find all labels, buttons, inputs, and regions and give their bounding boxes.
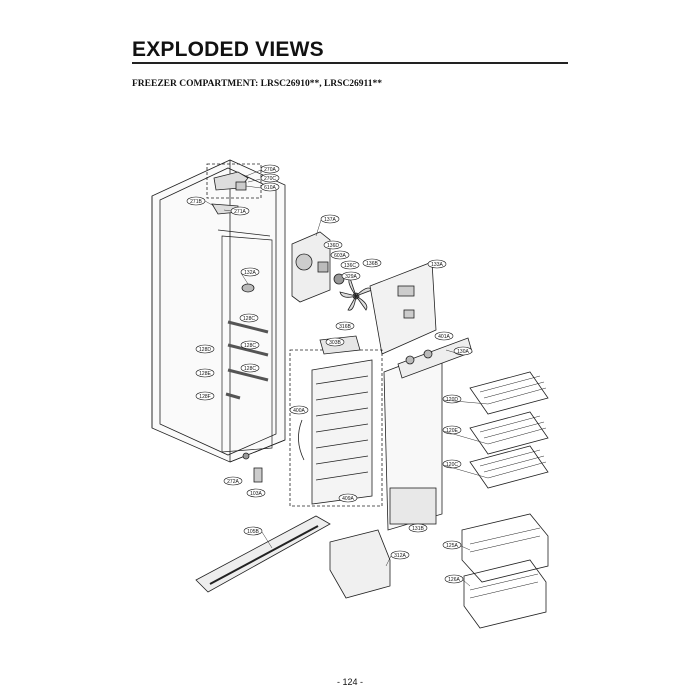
lower-cover [195, 452, 331, 593]
freezer-baskets [461, 513, 549, 629]
callout-126A: 126A [448, 577, 460, 583]
drain-pan [329, 529, 391, 599]
callout-409A: 409A [342, 496, 354, 502]
callout-270A: 270A [264, 167, 276, 173]
callout-329A: 329A [345, 274, 357, 280]
callout-125A: 125A [446, 543, 458, 549]
evaporator [289, 335, 383, 507]
rear-duct-panel [383, 337, 473, 531]
page-title: EXPLODED VIEWS [132, 38, 324, 61]
fan-cover [369, 261, 437, 355]
callout-103A: 103A [250, 491, 262, 497]
callout-603A: 603A [334, 253, 346, 259]
callout-128E: 128E [199, 371, 211, 377]
page-number: - 124 - [336, 677, 363, 687]
callout-303B: 303B [329, 340, 341, 346]
wire-shelves [469, 371, 549, 489]
callout-137A: 137A [324, 217, 336, 223]
callout-105B: 105B [247, 529, 259, 535]
callout-271A: 271A [234, 209, 246, 215]
callout-128C-middle: 128C [244, 343, 256, 349]
callout-128D: 128D [199, 347, 211, 353]
callout-120C: 120C [446, 462, 458, 468]
callout-128C-lower: 128C [244, 366, 256, 372]
freezer-cabinet [151, 159, 286, 463]
callout-132A: 132A [244, 270, 256, 276]
callout-133A: 133A [431, 262, 443, 268]
callout-120D: 120D [446, 397, 458, 403]
shelf-rails [225, 283, 269, 400]
callout-271B: 271B [190, 199, 202, 205]
callout-400A: 400A [293, 408, 305, 414]
callout-labels: 270A 270C 610A 271B 271A 137A 136D 603A … [186, 164, 489, 587]
fan-blade [339, 277, 373, 311]
callout-136D: 136D [327, 243, 339, 249]
callout-131B: 131B [412, 526, 424, 532]
callout-316B: 316B [339, 324, 351, 330]
top-hinge-assembly [206, 163, 262, 215]
callout-128F: 128F [199, 394, 210, 400]
callout-120E: 120E [446, 428, 458, 434]
callout-128C-upper: 128C [243, 316, 255, 322]
callout-130A: 130A [457, 349, 469, 355]
page-subtitle: FREEZER COMPARTMENT: LRSC26910**, LRSC26… [132, 79, 383, 89]
callout-312A: 312A [394, 553, 406, 559]
callout-272A: 272A [227, 479, 239, 485]
callout-610A: 610A [264, 185, 276, 191]
callout-136B: 136B [366, 261, 378, 267]
callout-401A: 401A [438, 334, 450, 340]
callout-270C: 270C [264, 176, 276, 182]
callout-136C: 136C [344, 263, 356, 269]
fan-motor-assembly [291, 231, 373, 311]
title-divider [132, 62, 568, 64]
